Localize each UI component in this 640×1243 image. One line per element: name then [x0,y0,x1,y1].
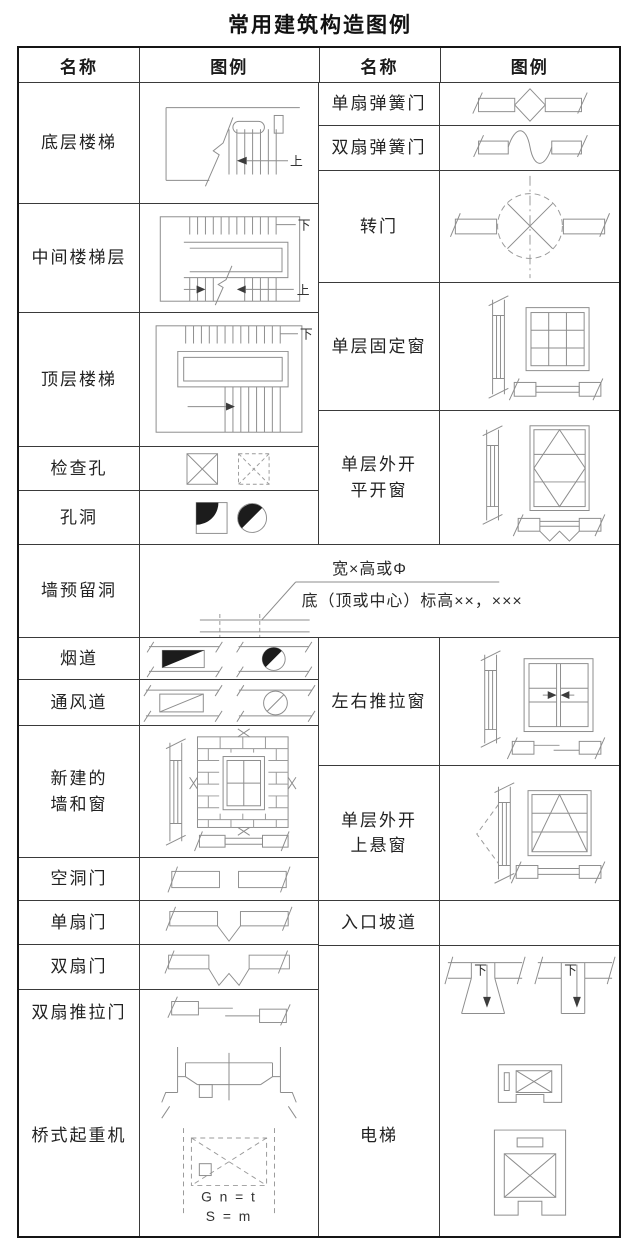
revolving-door-diagram [449,175,610,278]
table-row: 空洞门 [19,858,318,901]
table-row: 单层固定窗 [319,283,619,411]
table-row: 单层外开 上悬窗 [319,766,619,901]
page-title: 常用建筑构造图例 [228,14,412,37]
table-row: 检查孔 [19,447,318,491]
legend-table: 名称 图例 名称 图例 底层楼梯 上 [17,46,621,1238]
header-legend-right: 图例 [510,57,549,77]
table-row: 新建的 墙和窗 [19,726,318,858]
table-row: 烟道 [19,638,318,680]
row-name: 空洞门 [19,858,140,900]
table-row: 孔洞 [19,491,318,545]
table-row: 中间楼梯层 下 上 [19,204,318,313]
table-header: 名称 图例 名称 图例 [19,48,619,83]
band-bottom: 桥式起重机 G n = t S = m [19,1035,619,1236]
entrance-ramp-diagram: 下 下 [443,956,616,1014]
row-name: 双扇推拉门 [19,990,140,1035]
opening-door-diagram [167,865,291,893]
casement-window-diagram [481,424,605,542]
inspection-hole-diagram [186,452,270,485]
stairs-top-diagram: 下 [155,324,313,433]
row-name: 桥式起重机 [19,1035,140,1236]
bridge-crane-diagram: G n = t S = m [161,1046,297,1224]
wall-reserved-hole-diagram: 宽×高或Φ 底（顶或中心）标高××，××× [199,560,523,637]
row-name: 孔洞 [19,491,140,544]
header-name-left: 名称 [19,48,140,82]
row-name-empty [319,946,440,1035]
stairs-middle-diagram: 下 上 [159,215,311,305]
row-name: 单扇门 [19,901,140,944]
top-hung-window-diagram [475,781,605,884]
flue-diagram [146,641,313,677]
row-name: 转门 [319,171,440,282]
fixed-window-diagram [487,294,603,400]
row-name: 单层固定窗 [319,283,440,410]
double-door-diagram [164,949,290,986]
table-row: 左右推拉窗 [319,638,619,766]
single-door-diagram [165,906,293,942]
svg-text:上: 上 [297,282,310,297]
table-row-wall-reserved-hole: 墙预留洞 宽×高或Φ 底（顶或中心）标高××，××× [19,545,619,638]
row-name: 新建的 墙和窗 [19,726,140,857]
band-top: 底层楼梯 上 中间楼梯层 [19,83,619,545]
table-row: 双扇推拉门 [19,990,318,1035]
table-row: 双扇门 [19,945,318,990]
table-row: 电梯 [319,1035,619,1236]
table-row: 转门 [319,171,619,283]
table-row: 单扇弹簧门 [319,83,619,126]
row-name: 双扇弹簧门 [319,126,440,170]
svg-text:下: 下 [474,963,487,977]
row-name: 左右推拉窗 [319,638,440,765]
row-name: 通风道 [19,680,140,725]
svg-text:下: 下 [300,326,313,341]
table-row: 通风道 [19,680,318,726]
table-row: 入口坡道 [319,901,619,946]
header-name-right: 名称 [320,48,441,82]
entrance-ramp-empty-legend [440,901,619,945]
double-sliding-door-diagram [167,996,291,1026]
elevator-diagram [493,1064,566,1216]
band-middle: 烟道 通风道 [19,638,619,1035]
table-row: 底层楼梯 上 [19,83,318,204]
header-legend-left: 图例 [140,48,320,82]
row-name: 检查孔 [19,447,140,490]
row-name: 单层外开 平开窗 [319,411,440,544]
row-name: 单扇弹簧门 [319,83,440,125]
double-spring-door-diagram [472,129,588,164]
row-name: 中间楼梯层 [19,204,140,312]
row-name: 底层楼梯 [19,83,140,203]
svg-text:G n = t: G n = t [201,1188,257,1204]
svg-text:下: 下 [298,217,311,232]
table-row: 双扇弹簧门 [319,126,619,171]
row-name: 单层外开 上悬窗 [319,766,440,900]
single-spring-door-diagram [471,87,588,122]
sliding-window-diagram [480,649,605,759]
svg-text:上: 上 [290,153,303,168]
table-row: 单层外开 平开窗 [319,411,619,545]
stairs-ground-diagram: 上 [165,106,303,186]
table-row: 桥式起重机 G n = t S = m [19,1035,318,1236]
table-row: 顶层楼梯 下 [19,313,318,447]
hole-diagram [195,501,268,534]
row-name: 电梯 [319,1035,440,1236]
vent-diagram [143,684,316,722]
new-wall-window-diagram [165,728,297,851]
row-name: 双扇门 [19,945,140,989]
svg-text:S = m: S = m [206,1208,252,1224]
row-name: 顶层楼梯 [19,313,140,446]
row-name: 墙预留洞 [19,545,140,637]
svg-text:宽×高或Φ: 宽×高或Φ [332,560,407,578]
svg-text:底（顶或中心）标高××，×××: 底（顶或中心）标高××，××× [302,591,523,609]
row-name: 烟道 [19,638,140,679]
svg-text:下: 下 [564,963,577,977]
row-name: 入口坡道 [319,901,440,945]
table-row: 单扇门 [19,901,318,945]
table-row: 下 下 [319,946,619,1035]
